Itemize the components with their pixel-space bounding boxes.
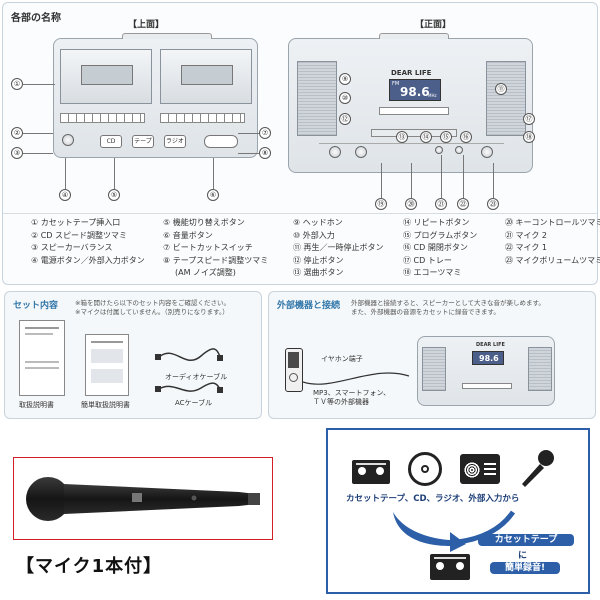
caption-audio-cable: オーディオケーブル <box>165 373 228 381</box>
speaker-left <box>297 61 337 136</box>
record-target-label-2: に <box>518 551 528 561</box>
callout-18: ⑱ <box>523 131 535 143</box>
audio-cable-icon <box>155 348 223 362</box>
echo-knob[interactable] <box>329 146 341 158</box>
tape-button[interactable]: テープ <box>132 135 154 148</box>
external-device-label-1: MP3、スマートフォン、 <box>313 389 391 397</box>
caption-quick-manual: 簡単取扱説明書 <box>81 401 130 409</box>
callout-8: ⑧ <box>259 147 271 159</box>
caption-ac-cable: ACケーブル <box>175 399 213 407</box>
callout-6: ⑥ <box>207 189 219 201</box>
parts-names-panel: 各部の名称 【上面】 【正面】 CD テープ ラジオ ① ② ③ ④ ⑤ ⑥ ⑦… <box>2 2 600 285</box>
handle-front <box>379 33 449 39</box>
callout-7: ⑦ <box>259 127 271 139</box>
power-button[interactable] <box>62 134 74 146</box>
deck-keys-right <box>160 113 245 123</box>
callout-15: ⑮ <box>440 131 452 143</box>
deck-keys-left <box>60 113 145 123</box>
callout-3: ③ <box>11 147 23 159</box>
connection-cable-icon <box>303 372 410 385</box>
handle <box>122 33 212 39</box>
legend-col-1: ① カセットテープ挿入口 ② CD スピード調整ツマミ ③ スピーカーバランス … <box>31 218 145 265</box>
callout-22: ㉒ <box>457 198 469 210</box>
callout-19: ⑲ <box>375 198 387 210</box>
lcd-display: FM 98.6 MHz <box>389 79 441 101</box>
brand-label: DEAR LIFE <box>391 69 432 77</box>
top-view-device: CD テープ ラジオ <box>53 33 258 158</box>
mic1-jack[interactable] <box>455 146 463 154</box>
mic2-jack[interactable] <box>435 146 443 154</box>
external-desc-1: 外部機器と接続すると、スピーカーとして大きな音が楽しめます。 <box>351 299 545 307</box>
microphone-caption: 【マイク1本付】 <box>16 556 163 577</box>
recording-feature-box: カセットテープ、CD、ラジオ、外部入力から カセットテープ に 簡単録音! <box>326 428 590 594</box>
legend-col-3: ⑨ ヘッドホン ⑩ 外部入力 ⑪ 再生／一時停止ボタン ⑫ 停止ボタン ⑬ 選曲… <box>293 218 384 277</box>
external-title: 外部機器と接続 <box>277 301 341 311</box>
cd-tray[interactable] <box>371 129 457 137</box>
callout-17: ⑰ <box>523 113 535 125</box>
callout-9: ⑨ <box>339 73 351 85</box>
radio-icon <box>460 454 500 484</box>
set-contents-panel: セット内容 ※箱を開けたら以下のセット内容をご確認ください。 ※マイクは付属して… <box>4 291 262 419</box>
button-strip <box>379 107 449 115</box>
callout-12: ⑫ <box>339 113 351 125</box>
set-contents-title: セット内容 <box>13 301 59 311</box>
target-cassette-icon <box>430 554 470 580</box>
mic-volume-knob[interactable] <box>481 146 493 158</box>
microphone-photo-frame <box>13 457 273 540</box>
record-target-label-3: 簡単録音! <box>490 562 560 574</box>
key-control-knob[interactable] <box>355 146 367 158</box>
speaker-right <box>486 61 526 136</box>
callout-1: ① <box>11 78 23 90</box>
top-view-label: 【上面】 <box>128 20 165 30</box>
front-view-label: 【正面】 <box>415 20 452 30</box>
cd-icon <box>408 452 442 486</box>
set-note-1: ※箱を開けたら以下のセット内容をご確認ください。 <box>75 299 230 307</box>
callout-10: ⑩ <box>339 92 351 104</box>
legend-col-5: ⑳ キーコントロールツマミ ㉑ マイク 2 ㉒ マイク 1 ㉓ マイクボリューム… <box>505 218 600 265</box>
microphone-icon <box>26 477 260 521</box>
mp3-player-icon <box>285 348 303 392</box>
volume-button[interactable] <box>204 135 238 148</box>
radio-button[interactable]: ラジオ <box>164 135 186 148</box>
cassette-door-left <box>60 49 152 104</box>
callout-21: ㉑ <box>435 198 447 210</box>
connected-device: DEAR LIFE 98.6 <box>417 336 555 406</box>
cd-button[interactable]: CD <box>100 135 122 148</box>
legend-col-2: ⑤ 機能切り替えボタン ⑥ 音量ボタン ⑦ ビートカットスイッチ ⑧ テープスピ… <box>163 218 269 277</box>
microphone-small-icon <box>522 450 554 487</box>
external-desc-2: また、外部機器の音源をカセットに録音できます。 <box>351 308 500 316</box>
parts-title: 各部の名称 <box>11 13 61 24</box>
legend-col-4: ⑭ リピートボタン ⑮ プログラムボタン ⑯ CD 開閉ボタン ⑰ CD トレー… <box>403 218 478 277</box>
callout-23: ㉓ <box>487 198 499 210</box>
callout-13: ⑬ <box>396 131 408 143</box>
callout-11: ⑪ <box>495 83 507 95</box>
cassette-door-right <box>160 49 252 104</box>
ac-cable-icon <box>155 382 223 393</box>
set-note-2: ※マイクは付属していません。（別売りになります。） <box>75 308 229 316</box>
recording-sources-label: カセットテープ、CD、ラジオ、外部入力から <box>346 494 520 504</box>
record-target-label-1: カセットテープ <box>478 534 574 546</box>
callout-2: ② <box>11 127 23 139</box>
manual-thumbnail <box>19 320 65 396</box>
quick-manual-thumbnail <box>85 334 129 396</box>
cassette-tape-icon <box>352 460 390 484</box>
callout-4: ④ <box>59 189 71 201</box>
caption-manual: 取扱説明書 <box>19 401 54 409</box>
earphone-jack-label: イヤホン端子 <box>321 355 363 363</box>
external-device-label-2: ＴＶ等の外部機器 <box>313 398 369 406</box>
callout-5: ⑤ <box>108 189 120 201</box>
external-connection-panel: 外部機器と接続 外部機器と接続すると、スピーカーとして大きな音が楽しめます。 ま… <box>268 291 596 419</box>
front-view-device: DEAR LIFE FM 98.6 MHz <box>288 33 533 173</box>
callout-16: ⑯ <box>460 131 472 143</box>
callout-20: ⑳ <box>405 198 417 210</box>
callout-14: ⑭ <box>420 131 432 143</box>
